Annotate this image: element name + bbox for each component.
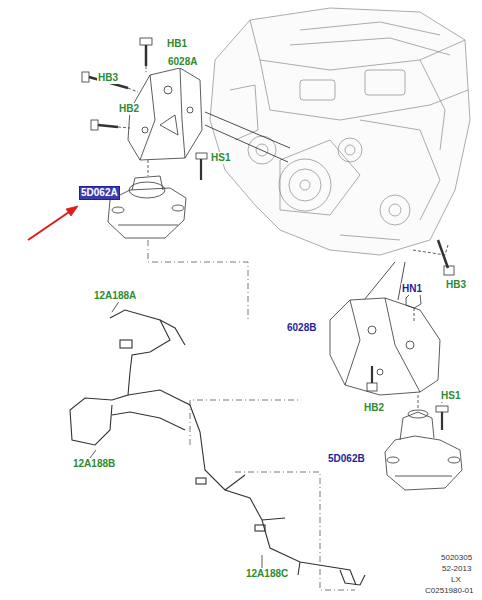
callout-code: HS1 [210,152,231,164]
part-number: 12A188C [245,568,289,580]
bolt [82,38,207,180]
engine-mount [108,176,186,238]
callout-code: HB1 [166,38,188,50]
reference-code: 52-2013 [441,564,472,574]
part-number: 12A188A [93,290,137,302]
part-number: 5D062A [80,187,119,199]
callout-code: HB2 [118,103,140,115]
callout-code: HN1 [401,283,423,295]
reference-code: LX [450,575,462,585]
wiring-harness [70,310,365,585]
part-number: 5D062B [327,453,366,465]
callout-code: HB3 [445,279,467,291]
part-number: 6028A [167,56,198,68]
callout-code: HS1 [440,390,461,402]
part-number: 12A188B [72,458,116,470]
engine-mount [385,410,462,490]
part-number: 6028B [286,322,317,334]
reference-code: 5020305 [440,553,473,563]
engine [210,8,470,255]
mount-bracket [330,298,440,395]
callout-code: HB3 [97,72,119,84]
callout-code: HB2 [363,402,385,414]
reference-code: C0251980-01 [424,586,474,596]
